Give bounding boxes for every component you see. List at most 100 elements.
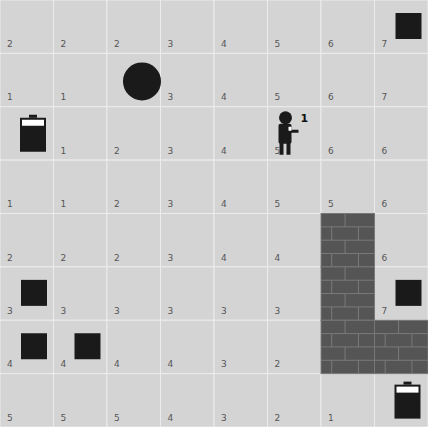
grid-cell — [0, 320, 54, 373]
brick-line — [358, 307, 359, 320]
grid-cell — [0, 214, 54, 267]
brick-line — [358, 334, 359, 347]
grid-cell — [268, 214, 322, 267]
brick-wall — [321, 267, 375, 320]
grid-cell — [107, 214, 161, 267]
brick-line — [331, 307, 332, 320]
brick-line — [321, 240, 375, 241]
cell-value: 6 — [328, 147, 334, 156]
cell-value: 4 — [7, 360, 13, 369]
grid-cell — [161, 53, 215, 106]
robot-head — [279, 111, 292, 124]
black-circle — [123, 62, 161, 100]
battery-terminal — [29, 115, 37, 118]
cell-value: 4 — [61, 360, 67, 369]
cell-value: 4 — [275, 254, 281, 263]
brick-line — [358, 254, 359, 267]
brick-line — [321, 333, 375, 334]
cell-value: 2 — [7, 40, 13, 49]
grid-cell — [161, 160, 215, 213]
grid-cell — [321, 267, 375, 320]
brick-line — [411, 334, 412, 347]
brick-line — [358, 280, 359, 293]
brick-line — [331, 227, 332, 240]
grid-cell — [214, 107, 268, 160]
cell-value: 3 — [114, 307, 120, 316]
grid-cell — [214, 374, 268, 427]
brick-line — [358, 360, 359, 373]
wall-block — [321, 267, 375, 320]
brick-wall — [321, 214, 375, 267]
brick-line — [345, 294, 346, 307]
cell-value: 6 — [382, 147, 388, 156]
grid-cell — [107, 53, 161, 106]
grid-cell — [321, 53, 375, 106]
cell-value: 3 — [168, 93, 174, 102]
cell-value: 4 — [221, 147, 227, 156]
brick-line — [375, 360, 428, 361]
grid-cell — [321, 0, 375, 53]
cell-value: 1 — [61, 200, 67, 209]
wall-block — [321, 320, 375, 373]
grid-cell — [54, 374, 108, 427]
cell-value: 6 — [328, 40, 334, 49]
cell-value: 3 — [275, 307, 281, 316]
grid-cell — [321, 214, 375, 267]
brick-line — [345, 320, 346, 333]
grid-cell — [268, 0, 322, 53]
walls — [321, 214, 428, 374]
grid-cell — [214, 0, 268, 53]
grid-cell — [161, 214, 215, 267]
black-square — [396, 280, 422, 306]
cell-value: 3 — [168, 147, 174, 156]
cell-value: 1 — [328, 414, 334, 423]
cell-value: 2 — [114, 200, 120, 209]
brick-line — [321, 346, 375, 347]
brick-wall — [321, 320, 375, 373]
grid-cell — [268, 374, 322, 427]
grid-cell — [375, 374, 428, 427]
cell-value: 1 — [61, 93, 67, 102]
grid-cell — [214, 214, 268, 267]
cell-value: 2 — [114, 40, 120, 49]
grid-cell — [268, 267, 322, 320]
grid-cell — [268, 320, 322, 373]
cell-value: 4 — [221, 93, 227, 102]
grid-cell — [54, 0, 108, 53]
obstacles — [21, 13, 422, 359]
grid-cell — [107, 107, 161, 160]
grid-cell — [107, 267, 161, 320]
cell-value: 2 — [275, 414, 281, 423]
grid-cell — [375, 320, 428, 373]
grid-cell — [161, 107, 215, 160]
brick-line — [331, 254, 332, 267]
brick-wall — [375, 320, 428, 373]
grid-cell — [268, 53, 322, 106]
brick-line — [398, 347, 399, 360]
grid-cell — [54, 107, 108, 160]
robot-detail — [289, 127, 292, 131]
robot-figure — [279, 111, 299, 155]
brick-line — [358, 227, 359, 240]
brick-line — [321, 253, 375, 254]
cell-value: 4 — [221, 254, 227, 263]
grid-cell — [54, 53, 108, 106]
brick-line — [411, 360, 412, 373]
cell-value: 3 — [7, 307, 13, 316]
cell-value: 4 — [114, 360, 120, 369]
grid-cell — [214, 53, 268, 106]
grid-cell — [161, 320, 215, 373]
grid-cell — [161, 374, 215, 427]
battery-body — [20, 118, 46, 152]
brick-line — [345, 214, 346, 227]
grid-cell — [214, 267, 268, 320]
robot-body — [279, 124, 292, 144]
grid-cell — [375, 160, 428, 213]
brick-line — [331, 280, 332, 293]
cell-value: 3 — [168, 307, 174, 316]
cell-value: 3 — [221, 360, 227, 369]
grid-cell — [0, 0, 54, 53]
grid-cell — [0, 267, 54, 320]
grid-cell — [107, 0, 161, 53]
